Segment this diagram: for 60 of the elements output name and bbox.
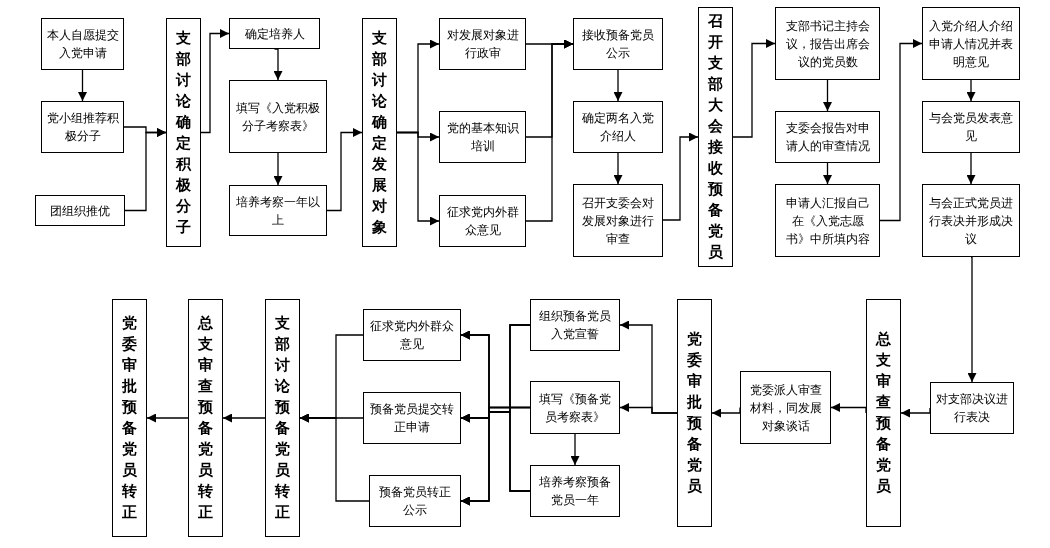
process-box: 确定两名入党介绍人 [573, 101, 663, 153]
arrow [619, 403, 678, 414]
process-box: 对发展对象进行政审 [439, 18, 526, 70]
process-box: 预备党员提交转正申请 [363, 392, 461, 444]
stage-box: 党委审批预备党员 [677, 299, 712, 527]
process-box: 填写《入党积极分子考察表》 [229, 80, 327, 153]
process-box: 培养考察一年以上 [229, 185, 327, 236]
arrow [326, 128, 363, 212]
process-box: 本人自愿提交入党申请 [41, 18, 124, 70]
process-box: 入党介绍人介绍申请人情况并表明意见 [922, 7, 1020, 80]
arrow [830, 403, 867, 414]
process-box: 填写《预备党员考察表》 [530, 381, 620, 434]
stage-box: 召开支部大会接收预备党员 [698, 7, 733, 267]
process-box: 对支部决议进行表决 [930, 382, 1014, 434]
arrow [396, 131, 440, 226]
arrow [732, 39, 776, 138]
process-box: 征求党内外群众意见 [439, 195, 526, 247]
arrow [823, 79, 832, 112]
process-box: 征求党内外群众意见 [363, 309, 461, 361]
stage-box: 支部讨论确定发展对象 [362, 18, 397, 247]
process-box: 与会党员发表意见 [922, 101, 1020, 153]
arrow [823, 162, 832, 185]
process-box: 团组织推优 [35, 195, 125, 226]
process-box: 党的基本知识培训 [439, 111, 526, 163]
arrow [613, 69, 623, 102]
process-box: 与会正式党员进行表决并形成决议 [922, 184, 1020, 257]
arrow [966, 152, 976, 185]
arrow [900, 407, 931, 418]
stage-box: 党委审批预备党员转正 [112, 299, 147, 537]
stage-box: 总支审查预备党员转正 [188, 299, 223, 537]
process-box: 培养考察预备党员一年 [530, 465, 620, 517]
arrow [711, 406, 741, 418]
process-box: 组织预备党员入党宣誓 [530, 299, 620, 351]
process-box: 召开支委会对发展对象进行审查 [573, 184, 663, 257]
process-box: 支委会报告对申请人的审查情况 [775, 111, 880, 163]
stage-box: 支部讨论预备党员转正 [265, 299, 300, 537]
process-box: 党小组推荐积极分子 [41, 101, 124, 153]
process-box: 支部书记主持会议，报告出席会议的党员数 [775, 7, 880, 80]
process-box: 预备党员转正公示 [369, 475, 461, 527]
arrow [273, 48, 283, 81]
stage-box: 总支审查预备党员 [866, 299, 901, 527]
process-box: 确定培养人 [229, 18, 320, 49]
arrow [570, 433, 580, 466]
arrow [222, 413, 266, 423]
arrow [299, 413, 370, 502]
arrow [200, 29, 230, 134]
stage-box: 支部讨论确定积极分子 [166, 18, 201, 247]
process-box: 接收预备党员公示 [573, 18, 663, 70]
arrow [662, 132, 699, 221]
arrow [613, 152, 623, 185]
process-box: 申请人汇报自己在《入党志愿书》中所填内容 [775, 184, 880, 257]
arrow [78, 69, 87, 102]
arrow [879, 39, 923, 222]
arrow [966, 79, 976, 102]
arrow [124, 128, 167, 212]
process-box: 党委派人审查材料，同发展对象谈话 [740, 371, 831, 444]
arrow [967, 256, 977, 383]
arrow [273, 152, 283, 186]
arrow [146, 413, 189, 423]
arrow [525, 39, 574, 222]
